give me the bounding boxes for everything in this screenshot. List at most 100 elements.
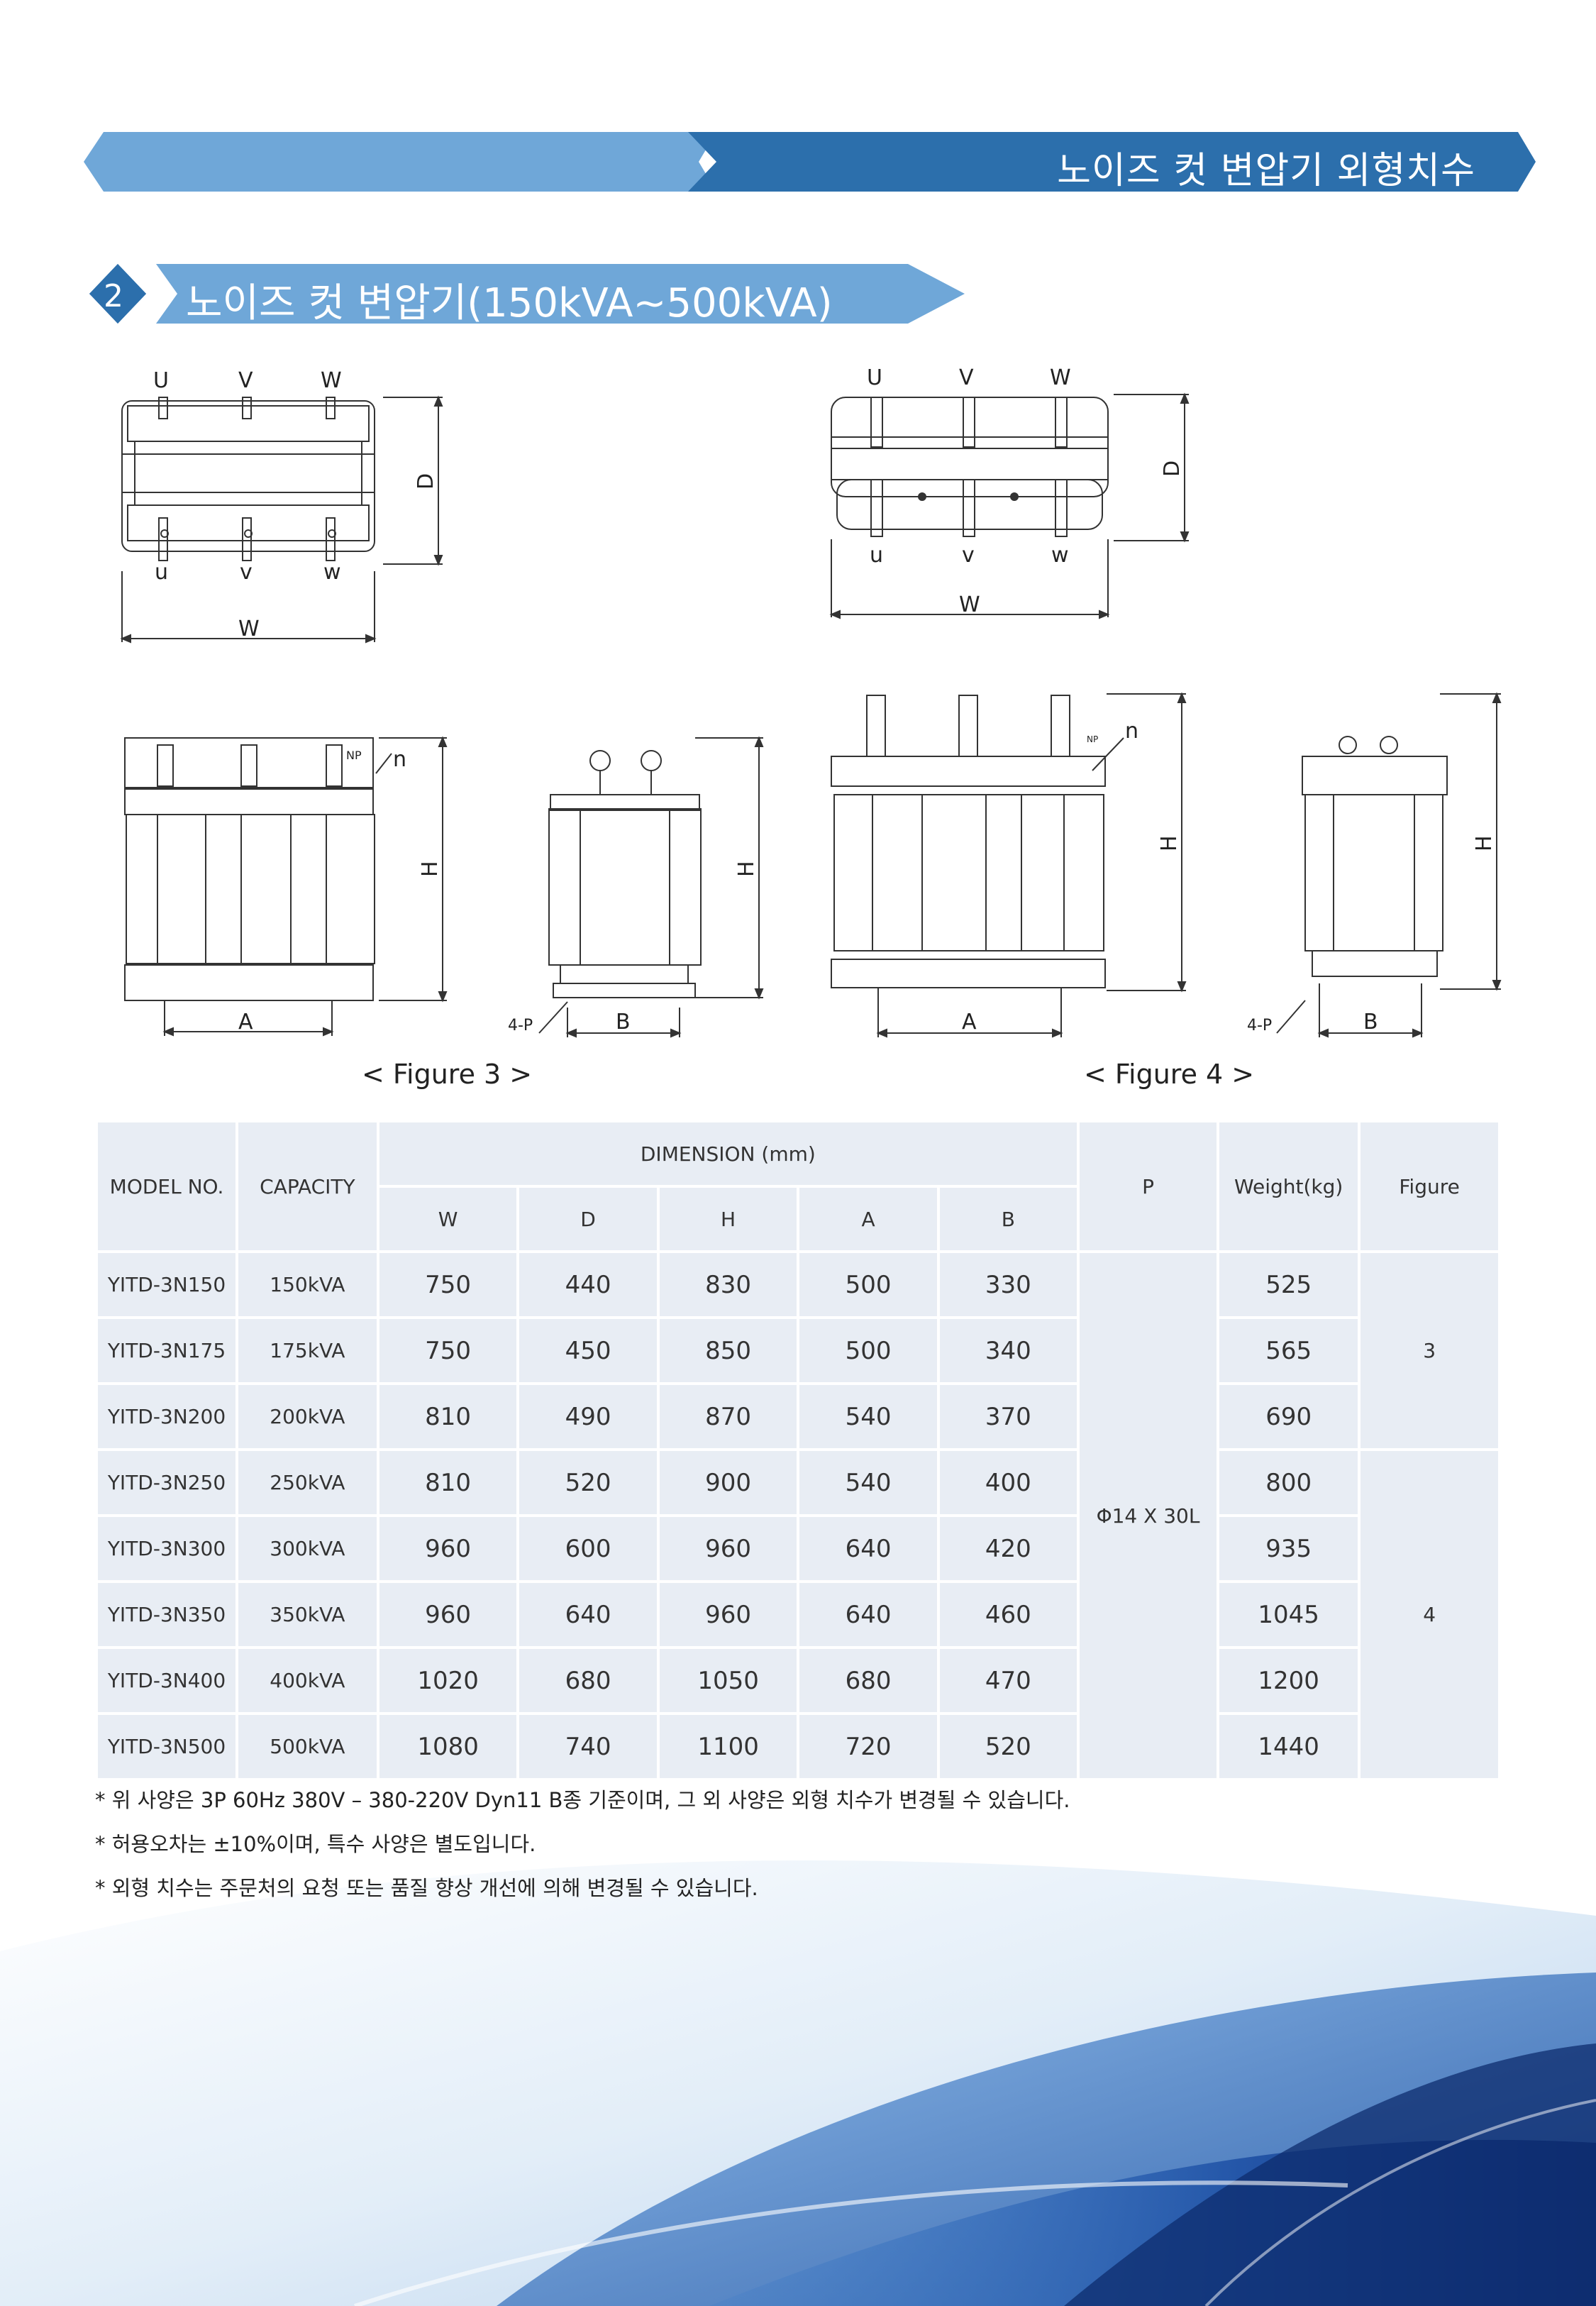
fig3-label-U: U	[153, 368, 169, 393]
header-figure: Figure	[1361, 1122, 1498, 1250]
fig3-label-v: v	[240, 560, 253, 585]
figure-cell: 3	[1361, 1253, 1498, 1448]
header-p: P	[1079, 1122, 1217, 1250]
b-cell: 420	[939, 1517, 1077, 1580]
b-cell: 340	[939, 1319, 1077, 1382]
fig3-label-W: W	[321, 368, 342, 393]
b-cell: 330	[939, 1253, 1077, 1316]
note-tolerance: * 허용오차는 ±10%이며, 특수 사양은 별도입니다.	[95, 1832, 536, 1856]
header-a: A	[799, 1188, 937, 1250]
fig4-b-label: B	[1363, 1010, 1378, 1035]
fig4-width-label: W	[959, 592, 980, 617]
h-cell: 1100	[659, 1715, 797, 1778]
weight-cell: 1200	[1219, 1649, 1358, 1712]
table-row: YITD-3N250 250kVA 810 520 900 540 400 80…	[98, 1451, 1498, 1778]
a-cell: 500	[799, 1253, 937, 1316]
fig3-top-view	[120, 395, 443, 644]
header-weight: Weight(kg)	[1219, 1122, 1358, 1250]
w-cell: 810	[379, 1451, 517, 1514]
capacity-cell: 350kVA	[238, 1583, 377, 1646]
d-cell: 450	[519, 1319, 657, 1382]
d-cell: 490	[519, 1385, 657, 1448]
w-cell: 750	[379, 1319, 517, 1382]
model-cell: YITD-3N175	[98, 1319, 236, 1382]
fig3-side-view	[548, 736, 764, 1038]
model-cell: YITD-3N250	[98, 1451, 236, 1514]
fig4-depth-label: D	[1160, 460, 1185, 477]
h-cell: 870	[659, 1385, 797, 1448]
a-cell: 500	[799, 1319, 937, 1382]
fig4-label-v: v	[962, 543, 975, 568]
header-h: H	[659, 1188, 797, 1250]
header-capacity: CAPACITY	[238, 1122, 377, 1250]
section-title: 노이즈 컷 변압기(150kVA~500kVA)	[186, 280, 833, 326]
fig4-side-view	[1302, 692, 1502, 1038]
weight-cell: 935	[1219, 1517, 1358, 1580]
d-cell: 600	[519, 1517, 657, 1580]
a-cell: 640	[799, 1583, 937, 1646]
fig3-np-label: NP	[346, 749, 362, 762]
model-cell: YITD-3N200	[98, 1385, 236, 1448]
h-cell: 960	[659, 1517, 797, 1580]
fig3-width-label: W	[238, 617, 260, 641]
h-cell: 960	[659, 1583, 797, 1646]
w-cell: 960	[379, 1583, 517, 1646]
model-cell: YITD-3N350	[98, 1583, 236, 1646]
figure-4-caption: < Figure 4 >	[1084, 1059, 1255, 1090]
h-cell: 850	[659, 1319, 797, 1382]
table-row: YITD-3N300 300kVA 960 600 960 640 420 93…	[98, 1517, 1498, 1580]
b-cell: 370	[939, 1385, 1077, 1448]
b-cell: 400	[939, 1451, 1077, 1514]
fig3-label-V: V	[238, 368, 253, 393]
w-cell: 750	[379, 1253, 517, 1316]
fig3-label-u: u	[155, 560, 168, 585]
weight-cell: 1045	[1219, 1583, 1358, 1646]
fig4-top-view	[829, 392, 1190, 619]
fig3-side-height-label: H	[734, 861, 759, 877]
figure-cell: 4	[1361, 1451, 1498, 1778]
capacity-cell: 250kVA	[238, 1451, 377, 1514]
weight-cell: 565	[1219, 1319, 1358, 1382]
capacity-cell: 400kVA	[238, 1649, 377, 1712]
w-cell: 1080	[379, 1715, 517, 1778]
table-row: YITD-3N350 350kVA 960 640 960 640 460 10…	[98, 1583, 1498, 1646]
transformer-drawings: U V W u v w W D U V W u v w W D H H H H …	[120, 365, 1502, 1038]
fig4-a-label: A	[962, 1010, 977, 1035]
note-spec: * 위 사양은 3P 60Hz 380V – 380-220V Dyn11 B종…	[95, 1788, 1070, 1812]
table-row: YITD-3N400 400kVA 1020 680 1050 680 470 …	[98, 1649, 1498, 1712]
header-banner	[84, 132, 1536, 324]
fig4-front-view	[831, 692, 1187, 1038]
page-header-title: 노이즈 컷 변압기 외형치수	[1057, 150, 1475, 192]
fig3-p-label: 4-P	[508, 1017, 533, 1035]
table-row: YITD-3N200 200kVA 810 490 870 540 370 69…	[98, 1385, 1498, 1448]
fig3-height-label: H	[418, 861, 443, 877]
capacity-cell: 200kVA	[238, 1385, 377, 1448]
d-cell: 740	[519, 1715, 657, 1778]
model-cell: YITD-3N300	[98, 1517, 236, 1580]
model-cell: YITD-3N400	[98, 1649, 236, 1712]
table-row: YITD-3N175 175kVA 750 450 850 500 340 56…	[98, 1319, 1498, 1382]
fig4-np-label: NP	[1087, 734, 1098, 744]
fig4-label-u: u	[870, 543, 883, 568]
capacity-cell: 300kVA	[238, 1517, 377, 1580]
header-w: W	[379, 1188, 517, 1250]
fig4-side-height-label: H	[1472, 835, 1497, 851]
fig3-n-label: n	[393, 747, 406, 772]
b-cell: 520	[939, 1715, 1077, 1778]
header-model: MODEL NO.	[98, 1122, 236, 1250]
h-cell: 1050	[659, 1649, 797, 1712]
a-cell: 680	[799, 1649, 937, 1712]
weight-cell: 690	[1219, 1385, 1358, 1448]
capacity-cell: 150kVA	[238, 1253, 377, 1316]
figure-3-caption: < Figure 3 >	[362, 1059, 533, 1090]
p-cell: Φ14 X 30L	[1079, 1253, 1217, 1778]
weight-cell: 800	[1219, 1451, 1358, 1514]
fig4-n-label: n	[1125, 719, 1138, 744]
section-number: 2	[104, 278, 123, 314]
h-cell: 900	[659, 1451, 797, 1514]
fig3-b-label: B	[616, 1010, 631, 1035]
table-row: YITD-3N150 150kVA 750 440 830 500 330 Φ1…	[98, 1253, 1498, 1778]
header-d: D	[519, 1188, 657, 1250]
fig3-front-view	[124, 736, 448, 1037]
